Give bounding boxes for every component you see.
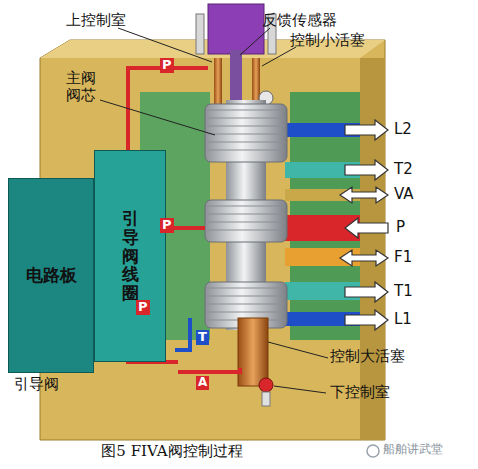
- node-text: 引导阀线圈: [122, 209, 139, 302]
- line-label: T: [196, 330, 209, 345]
- part-label: 引导阀: [14, 376, 59, 393]
- line-label: P: [136, 300, 150, 315]
- line-label: P: [160, 58, 174, 73]
- port-label: L2: [394, 121, 412, 138]
- part-label: 控制大活塞: [330, 348, 405, 365]
- body-side-face: [360, 58, 385, 440]
- spool-grooves: [207, 110, 285, 320]
- port-label: P: [396, 219, 405, 236]
- port-label: VA: [394, 186, 414, 203]
- part-label: 主阀 阀芯: [66, 70, 100, 105]
- watermark-icon: [367, 445, 379, 457]
- port-label: T2: [394, 161, 413, 178]
- feedback-sensor-housing: [208, 4, 264, 54]
- watermark: 船舶讲武堂: [383, 443, 443, 457]
- port-label: L1: [394, 311, 412, 328]
- part-label: 反馈传感器: [262, 12, 337, 29]
- line-label: A: [196, 376, 209, 390]
- part-label: 上控制室: [66, 12, 126, 29]
- pilot-coil: 引导阀线圈: [94, 150, 166, 362]
- spool-lands: [205, 104, 287, 328]
- part-label: 控制小活塞: [290, 32, 365, 49]
- small-piston: [214, 58, 222, 108]
- node-text: 电路板: [26, 264, 77, 287]
- line-label: P: [160, 218, 174, 233]
- caption: 图5 FIVA阀控制过程: [101, 443, 242, 460]
- port-label: F1: [394, 249, 412, 266]
- part-label: 下控制室: [330, 384, 390, 401]
- lower-chamber: [259, 378, 273, 392]
- port-label: T1: [394, 283, 413, 300]
- port-arrows: [340, 120, 388, 330]
- big-piston: [238, 318, 268, 386]
- tank-line: [175, 318, 190, 350]
- circuit-board: 电路板: [8, 178, 94, 373]
